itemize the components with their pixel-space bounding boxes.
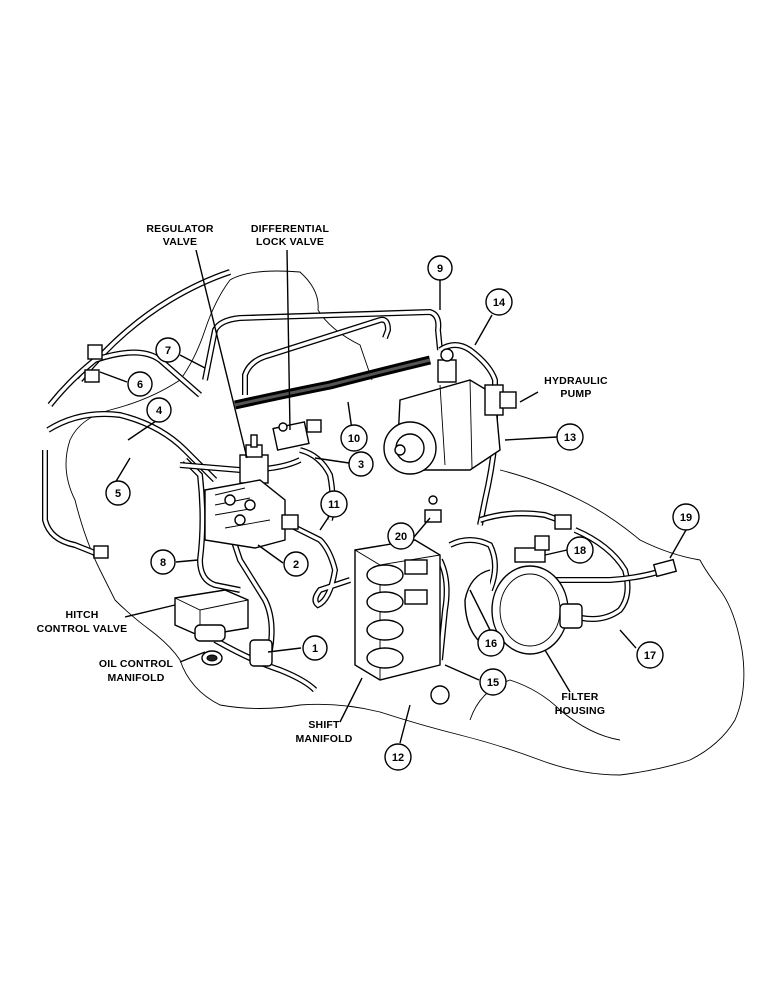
callout-2-text: 2 <box>293 559 299 571</box>
callout-16: 16 <box>477 629 505 657</box>
label-hitch-control-valve-1: HITCH <box>65 609 98 621</box>
label-hitch-control-valve-2: CONTROL VALVE <box>37 623 128 635</box>
label-regulator-valve-2: VALVE <box>163 236 197 248</box>
label-hydraulic-pump-1: HYDRAULIC <box>544 375 608 387</box>
callout-18-text: 18 <box>574 545 586 557</box>
tube-11 <box>288 522 351 609</box>
callout-16-text: 16 <box>485 638 497 650</box>
callout-7: 7 <box>155 337 181 363</box>
tube-19 <box>545 567 666 583</box>
callout-14: 14 <box>485 288 513 316</box>
callout-4: 4 <box>146 397 172 423</box>
tube-top-right <box>479 510 566 525</box>
callout-5-text: 5 <box>115 488 121 500</box>
callout-3-text: 3 <box>358 459 364 471</box>
callout-19: 19 <box>672 503 700 531</box>
callout-leaders <box>99 280 687 744</box>
shift-manifold <box>354 539 450 705</box>
callout-1: 1 <box>302 635 328 661</box>
callout-8-text: 8 <box>160 557 166 569</box>
label-filter-housing-1: FILTER <box>561 691 598 703</box>
tube-16 <box>448 537 498 592</box>
hydraulic-pump <box>383 348 517 475</box>
label-oil-control-manifold-2: MANIFOLD <box>107 672 164 684</box>
callout-15-text: 15 <box>487 677 499 689</box>
filter-housing <box>464 535 583 655</box>
callout-13-text: 13 <box>564 432 576 444</box>
fitting-left-6 <box>84 369 100 383</box>
label-filter-housing-2: HOUSING <box>555 705 605 717</box>
label-hydraulic-pump-2: PUMP <box>560 388 591 400</box>
label-regulator-valve-1: REGULATOR <box>146 223 214 235</box>
differential-lock-valve <box>272 419 322 451</box>
tube-4 <box>46 411 218 483</box>
fitting-20 <box>424 495 442 523</box>
regulator-valve <box>239 434 269 484</box>
callout-12: 12 <box>384 743 412 771</box>
tube-17 <box>569 527 631 622</box>
tube-regulator-upper <box>242 316 392 395</box>
fitting-left-top <box>87 344 103 360</box>
label-shift-manifold-2: MANIFOLD <box>295 733 352 745</box>
housing-top-right <box>499 469 701 561</box>
callout-1-text: 1 <box>312 643 318 655</box>
label-shift-manifold-1: SHIFT <box>308 719 340 731</box>
callout-6: 6 <box>127 371 153 397</box>
callout-5: 5 <box>105 480 131 506</box>
callout-6-text: 6 <box>137 379 143 391</box>
callout-4-text: 4 <box>156 405 163 417</box>
label-leaders <box>124 249 571 723</box>
oil-control-manifold <box>194 624 273 667</box>
callout-15: 15 <box>479 668 507 696</box>
label-diff-lock-valve-1: DIFFERENTIAL <box>251 223 330 235</box>
callout-13: 13 <box>556 423 584 451</box>
label-oil-control-manifold-1: OIL CONTROL <box>99 658 174 670</box>
callout-10: 10 <box>340 424 368 452</box>
valve-block-cluster <box>204 479 299 549</box>
tube-oil-manifold-lower <box>213 637 318 693</box>
label-diff-lock-valve-2: LOCK VALVE <box>256 236 324 248</box>
tube-14 <box>438 342 498 526</box>
callout-10-text: 10 <box>348 433 360 445</box>
callout-19-text: 19 <box>680 512 692 524</box>
callout-11: 11 <box>320 490 348 518</box>
fitting-19-end <box>652 558 678 578</box>
callout-11-text: 11 <box>328 499 340 511</box>
tube-15 <box>437 558 450 661</box>
tube-9 <box>202 308 443 381</box>
callout-17-text: 17 <box>644 650 656 662</box>
tube-8 <box>182 457 241 593</box>
callout-8: 8 <box>150 549 176 575</box>
fitting-top-right <box>554 514 572 530</box>
callout-20: 20 <box>387 522 415 550</box>
hose-10 <box>234 355 432 410</box>
tube-6 <box>47 349 202 407</box>
callout-9-text: 9 <box>437 263 443 275</box>
fitting-left-5 <box>93 545 109 559</box>
callout-17: 17 <box>636 641 664 669</box>
callout-3: 3 <box>348 451 374 477</box>
callout-18: 18 <box>566 536 594 564</box>
callout-14-text: 14 <box>493 297 506 309</box>
housing-inner-curve <box>469 679 621 741</box>
callout-2: 2 <box>283 551 309 577</box>
callout-20-text: 20 <box>395 531 407 543</box>
tube-5 <box>42 450 102 558</box>
callout-7-text: 7 <box>165 345 171 357</box>
callout-9: 9 <box>427 255 453 281</box>
callout-12-text: 12 <box>392 752 404 764</box>
